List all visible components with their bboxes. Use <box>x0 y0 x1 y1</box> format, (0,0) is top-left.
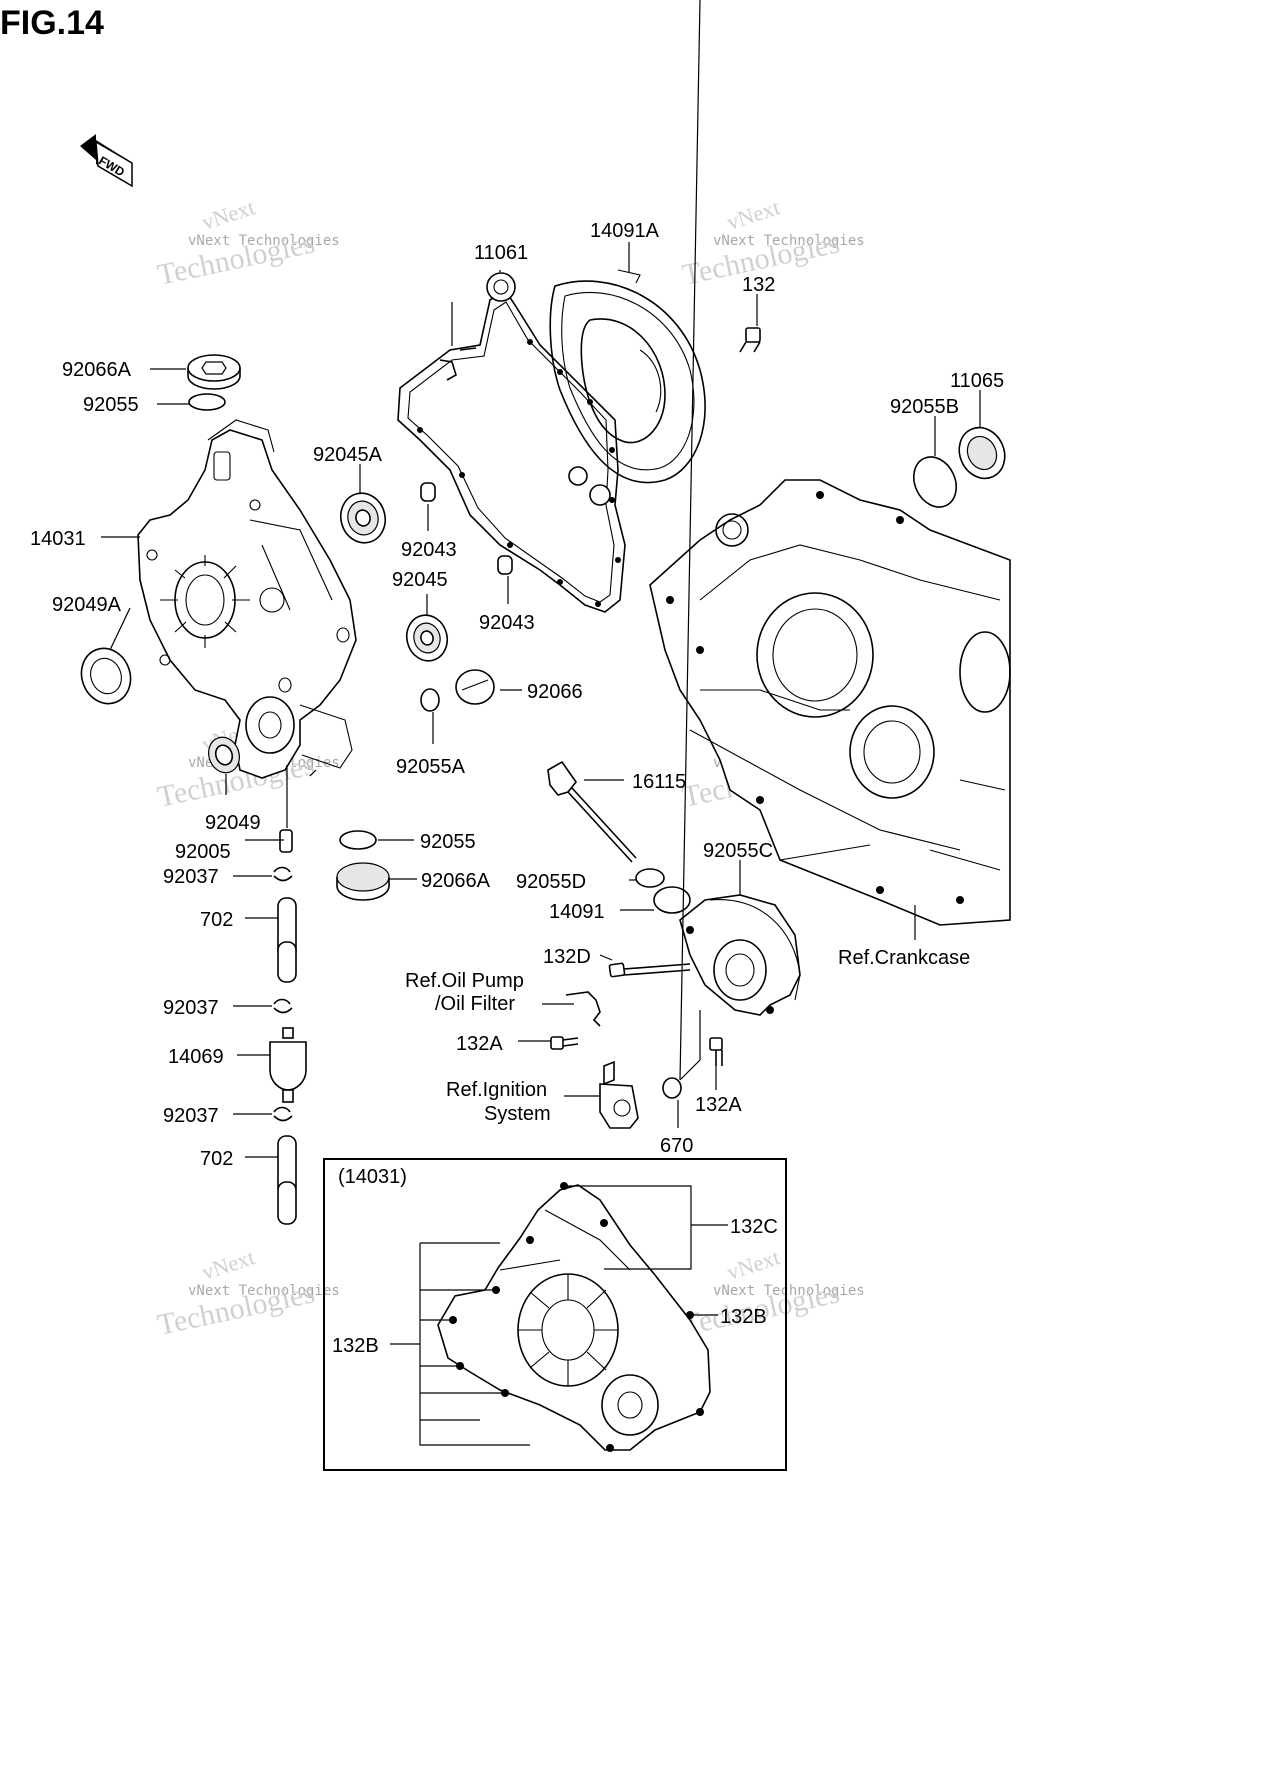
svg-text:vNext Technologies: vNext Technologies <box>188 1283 340 1299</box>
svg-text:vNext Technologies: vNext Technologies <box>713 233 865 249</box>
crankcase-reference <box>649 479 1011 926</box>
callout-92049A: 92049A <box>52 594 122 616</box>
oil-pump-ref-part <box>565 991 601 1027</box>
figure-title: FIG.14 <box>0 4 104 42</box>
callout-92045: 92045 <box>392 569 448 591</box>
callout-92055-top: 92055 <box>83 394 139 416</box>
leader-lines <box>101 0 981 1446</box>
watermark-bottom-left: vNext vNext Technologies Technologies <box>155 1244 340 1341</box>
gasket-11061 <box>397 272 626 613</box>
callout-92055A: 92055A <box>396 756 466 778</box>
oring-92055D <box>635 868 665 888</box>
callout-132: 132 <box>742 274 775 296</box>
fwd-arrow-icon: FWD <box>80 134 133 188</box>
cap-92066A-top <box>187 354 241 390</box>
callout-132A-a: 132A <box>456 1033 503 1055</box>
callout-92066: 92066 <box>527 681 583 703</box>
callout-132A-b: 132A <box>695 1094 742 1116</box>
svg-text:vNext Technologies: vNext Technologies <box>188 233 340 249</box>
bolt-132D <box>608 962 691 978</box>
ref-oil-pump: Ref.Oil Pump <box>405 970 524 992</box>
oring-670 <box>662 1077 682 1099</box>
callout-92037-b: 92037 <box>163 997 219 1019</box>
callout-14069: 14069 <box>168 1046 224 1068</box>
ref-ignition: Ref.Ignition <box>446 1079 547 1101</box>
callout-132C: 132C <box>730 1216 778 1238</box>
seal-92049 <box>208 736 240 774</box>
ref-crankcase: Ref.Crankcase <box>838 947 970 969</box>
callout-92066A-bot: 92066A <box>421 870 491 892</box>
svg-text:vNext: vNext <box>199 194 258 234</box>
callout-702-a: 702 <box>200 909 233 931</box>
callout-92055-bot: 92055 <box>420 831 476 853</box>
bearing-92045 <box>405 614 449 662</box>
seal-92049A <box>80 647 132 705</box>
svg-text:vNext: vNext <box>724 1244 783 1284</box>
callout-92045A: 92045A <box>313 444 383 466</box>
callout-14091: 14091 <box>549 901 605 923</box>
callout-labels: 92066A 92055 14031 92049A 92049 92005 92… <box>30 220 1004 1357</box>
callout-132B-a: 132B <box>720 1306 767 1328</box>
bearing-92045A <box>339 492 387 544</box>
watermark-bottom-right: vNext vNext Technologies Technologies <box>680 1244 865 1341</box>
callout-14091A: 14091A <box>590 220 660 242</box>
callout-92037-a: 92037 <box>163 866 219 888</box>
callout-92055C: 92055C <box>703 840 773 862</box>
callout-92005: 92005 <box>175 841 231 863</box>
fitting-92005 <box>279 829 293 853</box>
callout-670: 670 <box>660 1135 693 1157</box>
plug-92066 <box>455 669 495 705</box>
oring-92055-bottom <box>339 830 377 850</box>
callout-92043-b: 92043 <box>479 612 535 634</box>
oring-92055B <box>913 456 957 508</box>
oring-92055A <box>420 688 440 712</box>
ignition-ref-part <box>599 1060 639 1129</box>
svg-text:vNext: vNext <box>199 1244 258 1284</box>
callout-14031: 14031 <box>30 528 86 550</box>
bolt-132A-left <box>550 1036 579 1050</box>
watermark-top-left: vNext vNext Technologies Technologies <box>155 194 340 291</box>
callout-92055B: 92055B <box>890 396 959 418</box>
callout-132B-b: 132B <box>332 1335 379 1357</box>
ref-ignition-system: System <box>484 1103 551 1125</box>
callout-92049: 92049 <box>205 812 261 834</box>
bolt-132A-right <box>709 1037 723 1066</box>
callout-16115: 16115 <box>632 771 686 793</box>
cap-11065 <box>958 426 1006 480</box>
cover-14091 <box>653 886 801 1016</box>
plate-14091A <box>549 269 706 484</box>
callout-92055D: 92055D <box>516 871 586 893</box>
oring-92055-top <box>188 393 226 411</box>
dowel-92043-a <box>420 482 436 502</box>
dowel-92043-b <box>497 555 513 575</box>
svg-text:vNext: vNext <box>724 194 783 234</box>
dipstick-16115 <box>547 760 637 863</box>
callout-702-b: 702 <box>200 1148 233 1170</box>
inset-cover-14031 <box>437 1182 711 1452</box>
cap-92066A-bottom <box>336 862 390 901</box>
callout-92037-c: 92037 <box>163 1105 219 1127</box>
svg-text:vNext Technologies: vNext Technologies <box>713 1283 865 1299</box>
callout-11065: 11065 <box>950 370 1004 392</box>
crankcase-cover-14031 <box>137 419 357 779</box>
callout-132D: 132D <box>543 946 591 968</box>
callout-11061: 11061 <box>474 242 528 264</box>
bolt-132 <box>739 327 761 353</box>
reference-labels: Ref.Crankcase Ref.Oil Pump /Oil Filter R… <box>405 947 970 1125</box>
ref-oil-filter: /Oil Filter <box>435 993 515 1015</box>
hose-assembly <box>269 866 307 1225</box>
inset-label: (14031) <box>338 1166 407 1188</box>
callout-92066A-top: 92066A <box>62 359 132 381</box>
callout-92043-a: 92043 <box>401 539 457 561</box>
inset-box <box>323 1158 787 1471</box>
